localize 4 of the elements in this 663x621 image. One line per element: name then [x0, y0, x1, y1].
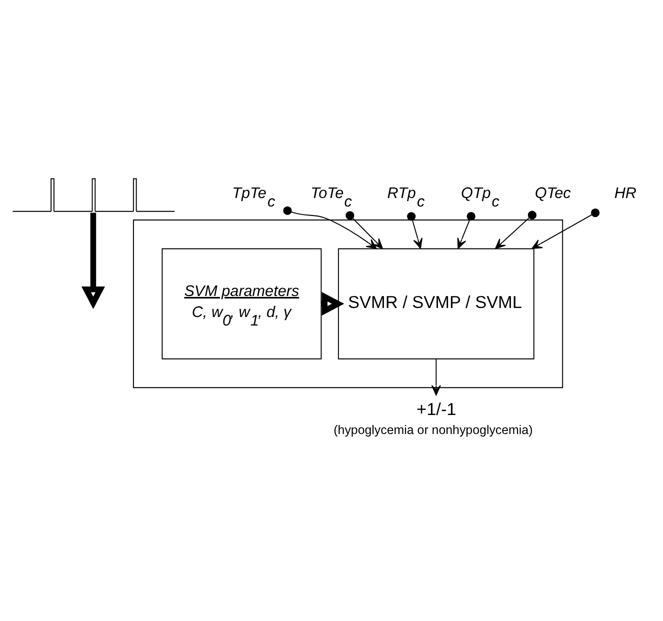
node-label: (hypoglycemia or nonhypoglycemia) [334, 422, 533, 437]
node-text: QTec [534, 184, 571, 202]
node-text: HR [614, 184, 636, 202]
node-text: +1/-1 [416, 398, 456, 419]
